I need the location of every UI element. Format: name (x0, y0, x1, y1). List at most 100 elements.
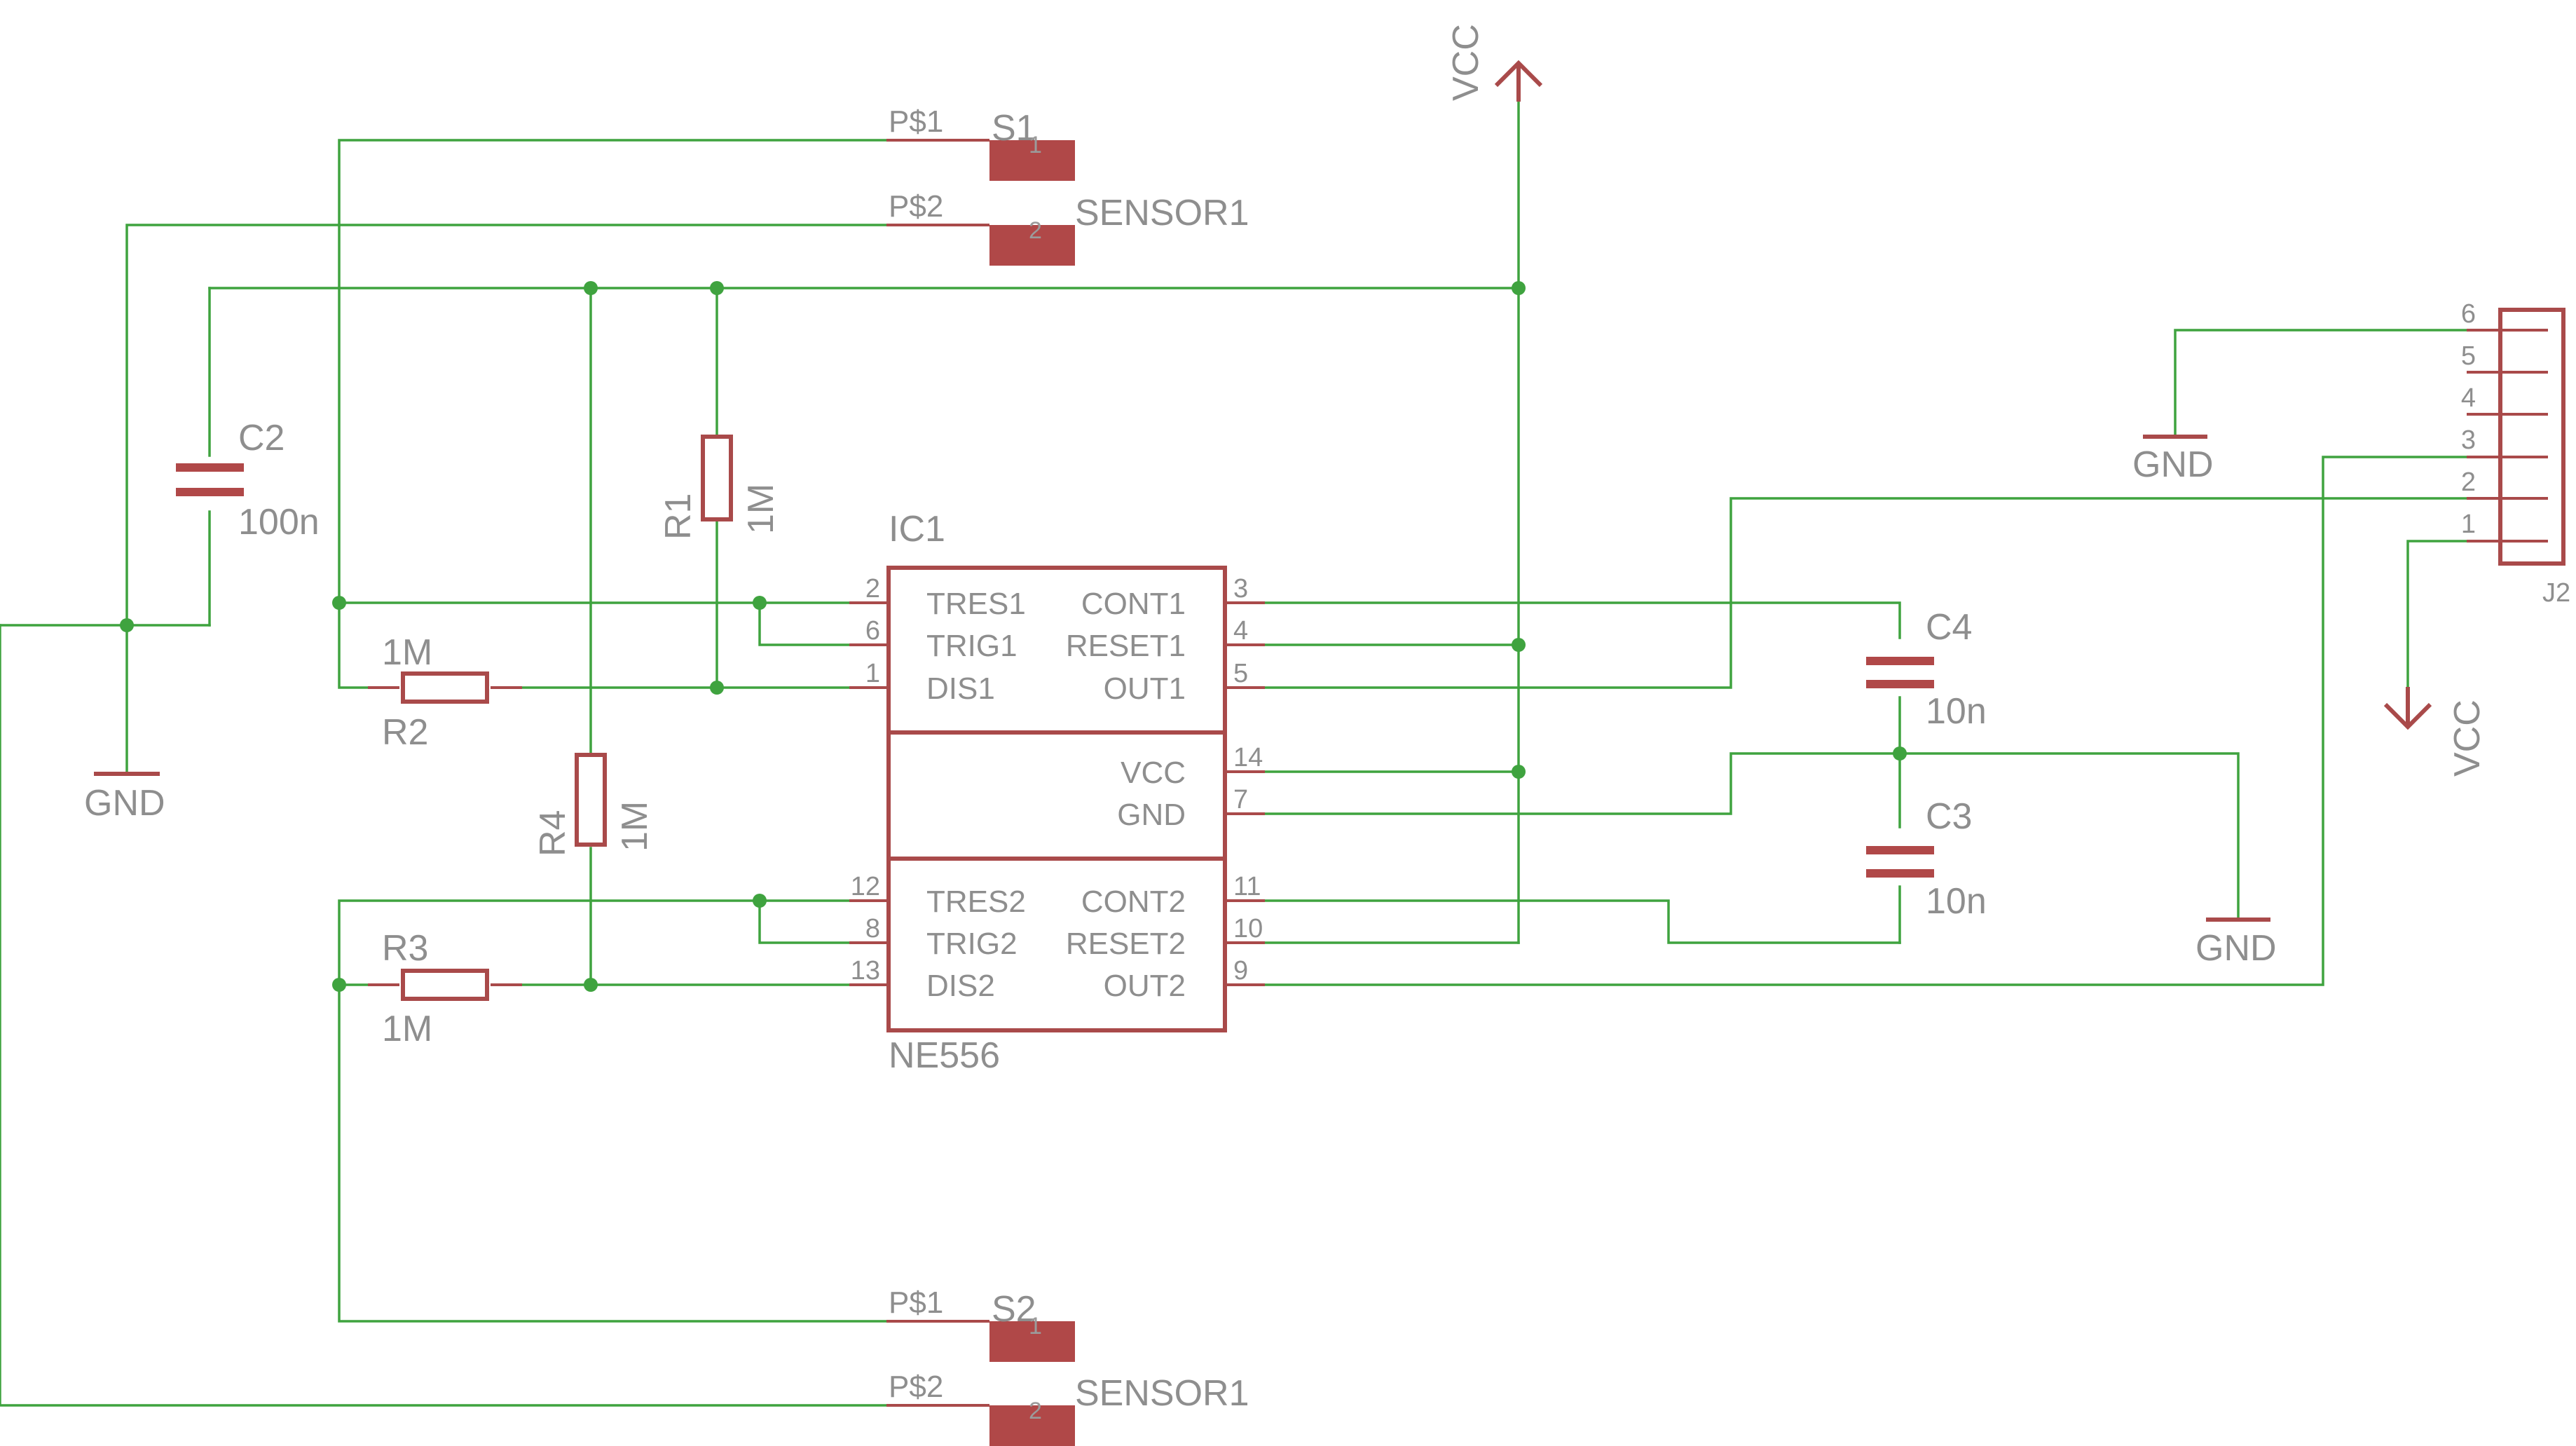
pin-number: 8 (865, 914, 880, 943)
pad-label: P$1 (889, 104, 943, 139)
pin-label: CONT1 (1081, 587, 1186, 621)
pin-label: TRIG1 (926, 629, 1018, 663)
pin-label: OUT1 (1104, 671, 1186, 706)
pad-label: P$2 (889, 189, 943, 224)
component-ref: R3 (382, 928, 428, 969)
pin-number: 5 (2461, 341, 2476, 371)
vcc-label: VCC (1446, 24, 1486, 101)
pin-label: RESET2 (1066, 927, 1186, 961)
component-ref: R4 (533, 810, 573, 857)
pin-number: 5 (1233, 659, 1248, 688)
component-ref: R1 (658, 493, 699, 540)
gnd-label: GND (2132, 444, 2214, 485)
pin-label: GND (1117, 798, 1186, 832)
connector-j2[interactable]: 6 5 4 3 2 1 J2 (2461, 299, 2570, 608)
sensor-pad-2 (989, 225, 1075, 266)
resistor-r2[interactable]: 1M R2 (368, 632, 522, 753)
pad-number: 2 (1029, 217, 1042, 244)
capacitor-c2[interactable]: C2 100n (176, 418, 320, 543)
component-ref: R2 (382, 712, 428, 753)
pad-number: 2 (1029, 1398, 1042, 1424)
pin-label: TRES2 (926, 885, 1026, 919)
pad-number: 1 (1029, 132, 1042, 158)
component-value: 100n (238, 502, 320, 543)
junction (120, 618, 134, 632)
pin-number: 4 (2461, 383, 2476, 413)
ic-value: NE556 (889, 1035, 1000, 1076)
pin-label: DIS2 (926, 969, 995, 1003)
vcc-symbol-top: VCC (1446, 24, 1543, 102)
pin-number: 2 (2461, 468, 2476, 497)
pin-number: 14 (1233, 743, 1263, 772)
component-ref: C3 (1926, 796, 1972, 837)
sensor-ref: S2 (992, 1289, 1036, 1330)
junction (753, 894, 767, 908)
pin-label: TRES1 (926, 587, 1026, 621)
component-value: 1M (615, 801, 655, 852)
component-ref: C2 (238, 418, 285, 458)
pin-label: TRIG2 (926, 927, 1018, 961)
junction (710, 281, 724, 295)
junction (584, 978, 598, 992)
sensor-ref: S1 (992, 108, 1036, 149)
vcc-label: VCC (2447, 700, 2488, 777)
pin-number: 1 (865, 659, 880, 688)
component-value: 1M (382, 1009, 432, 1049)
vcc-symbol-right: VCC (2383, 687, 2488, 777)
pad-label: P$1 (889, 1285, 943, 1320)
pin-number: 4 (1233, 616, 1248, 646)
junctions (120, 281, 1907, 992)
pin-number: 10 (1233, 914, 1263, 943)
junction (753, 596, 767, 610)
component-value: 1M (741, 484, 781, 534)
pin-number: 6 (2461, 299, 2476, 329)
connector-ref: J2 (2542, 578, 2570, 608)
capacitor-c3[interactable]: C3 10n (1866, 796, 1987, 922)
pin-number: 1 (2461, 510, 2476, 539)
gnd-label: GND (2195, 928, 2277, 969)
gnd-label: GND (84, 783, 165, 824)
junction (1512, 765, 1526, 779)
gnd-symbol-left: GND (84, 772, 165, 824)
component-value: 10n (1926, 691, 1987, 732)
junction (1893, 746, 1907, 760)
ic-ne556[interactable]: IC1 NE556 2 6 1 12 8 13 TRES1 TRIG1 DIS1… (849, 509, 1265, 1076)
pin-number: 7 (1233, 785, 1248, 814)
resistor-r4[interactable]: R4 1M (533, 753, 655, 857)
junction (1512, 281, 1526, 295)
junction (332, 596, 346, 610)
wires (0, 100, 2510, 1407)
resistor-r3[interactable]: R3 1M (368, 928, 522, 1049)
pin-number: 11 (1233, 872, 1261, 901)
sensor-s2[interactable]: P$1 P$2 S2 1 2 SENSOR1 (886, 1285, 1249, 1446)
pin-label: DIS1 (926, 671, 995, 706)
pad-label: P$2 (889, 1370, 943, 1404)
pin-number: 13 (851, 956, 880, 985)
sensor-value: SENSOR1 (1075, 1373, 1249, 1414)
component-ref: C4 (1926, 607, 1972, 648)
resistor-r1[interactable]: R1 1M (658, 435, 781, 540)
gnd-symbol-j2: GND (2132, 435, 2214, 485)
pin-number: 2 (865, 574, 880, 603)
sensor-pad-2 (989, 1405, 1075, 1446)
pin-number: 3 (2461, 425, 2476, 455)
capacitor-c4[interactable]: C4 10n (1866, 607, 1987, 732)
sensor-s1[interactable]: P$1 P$2 S1 1 2 SENSOR1 (886, 104, 1249, 266)
pin-number: 12 (851, 872, 880, 901)
pin-number: 9 (1233, 956, 1248, 985)
junction (710, 681, 724, 695)
sensor-pad-1 (989, 140, 1075, 181)
sensor-pad-1 (989, 1321, 1075, 1362)
sensor-value: SENSOR1 (1075, 193, 1249, 233)
junction (1512, 638, 1526, 652)
pin-number: 6 (865, 616, 880, 646)
gnd-symbol-c3: GND (2195, 918, 2277, 969)
pin-number: 3 (1233, 574, 1248, 603)
component-value: 10n (1926, 881, 1987, 922)
ic-ref: IC1 (889, 509, 945, 550)
component-value: 1M (382, 632, 432, 673)
pad-number: 1 (1029, 1313, 1042, 1339)
junction (584, 281, 598, 295)
junction (332, 978, 346, 992)
